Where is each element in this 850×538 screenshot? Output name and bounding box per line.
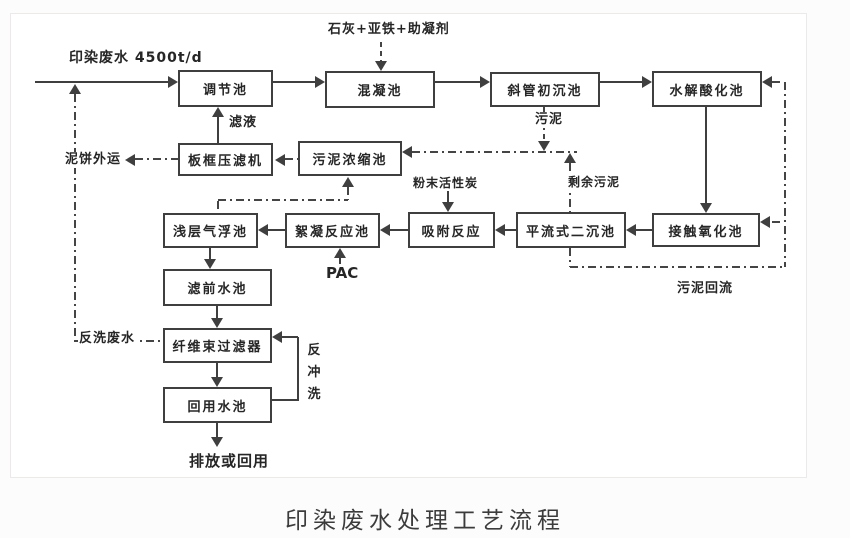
sludge-return-top-branch bbox=[772, 81, 784, 83]
arrow-sludge-cake-out bbox=[125, 154, 135, 166]
line-filtrate bbox=[217, 117, 219, 143]
arrow-return-into-hydrolysis bbox=[762, 76, 772, 88]
line-fiber-reuse bbox=[216, 363, 218, 377]
scum-line-horizontal bbox=[218, 199, 348, 201]
arrow-into-prefilter bbox=[204, 259, 216, 269]
line-prefilter-fiber bbox=[216, 306, 218, 318]
arrow-into-contact-oxidation bbox=[700, 203, 712, 213]
sludge-return-riser bbox=[784, 82, 786, 267]
label-influent: 印染废水 4500t/d bbox=[68, 50, 204, 67]
figure-caption: 印染废水处理工艺流程 bbox=[285, 508, 565, 534]
node-prefilter-tank: 滤前水池 bbox=[163, 269, 272, 306]
node-sludge-thickener: 污泥浓缩池 bbox=[298, 141, 402, 176]
backwashww-vertical bbox=[74, 94, 76, 341]
arrow-filtrate-into-regulating bbox=[212, 107, 224, 117]
label-backwash-wastewater: 反洗废水 bbox=[78, 331, 137, 347]
label-chemical-dosing: 石灰+亚铁+助凝剂 bbox=[327, 22, 451, 38]
arrow-into-reuse-tank bbox=[211, 377, 223, 387]
arrow-discharge bbox=[211, 437, 223, 447]
arrow-dosing-into-coagulation bbox=[375, 61, 387, 71]
arrow-into-thickener bbox=[402, 146, 412, 158]
node-hydrolysis-acidification: 水解酸化池 bbox=[652, 71, 762, 107]
line-primary-hydrolysis bbox=[600, 81, 642, 83]
node-air-flotation: 浅层气浮池 bbox=[163, 213, 258, 248]
line-flocculation-flotation bbox=[268, 229, 285, 231]
influent-line bbox=[35, 81, 168, 83]
label-discharge-or-reuse: 排放或回用 bbox=[188, 452, 271, 470]
arrow-into-secondary-clarifier bbox=[626, 224, 636, 236]
arrow-pac-into-flocculation bbox=[334, 248, 346, 258]
arrow-into-air-flotation bbox=[258, 224, 268, 236]
sludge-header-line bbox=[412, 151, 577, 153]
scum-line-stub bbox=[217, 201, 219, 213]
arrow-into-primary-sed bbox=[480, 76, 490, 88]
arrow-return-into-contact bbox=[760, 216, 770, 228]
node-coagulation-tank: 混凝池 bbox=[325, 71, 435, 108]
arrow-scum-into-thickener bbox=[342, 177, 354, 187]
label-sludge: 污泥 bbox=[534, 112, 565, 128]
label-backwash: 反冲洗 bbox=[306, 340, 322, 406]
arrow-into-coagulation bbox=[315, 76, 325, 88]
sludge-return-mid-branch bbox=[772, 221, 784, 223]
arrow-backwashww-into-influent bbox=[69, 84, 81, 94]
line-contact-secondary bbox=[636, 229, 652, 231]
node-primary-sedimentation: 斜管初沉池 bbox=[490, 72, 600, 107]
label-powdered-carbon: 粉末活性炭 bbox=[412, 176, 480, 191]
line-secondary-adsorption bbox=[505, 229, 516, 231]
label-sludge-return: 污泥回流 bbox=[676, 281, 735, 297]
line-regulating-coagulation bbox=[273, 81, 315, 83]
arrow-into-adsorption bbox=[495, 224, 505, 236]
line-powdered-carbon bbox=[447, 191, 449, 202]
node-regulating-tank: 调节池 bbox=[178, 70, 273, 107]
sludge-return-bottom bbox=[570, 266, 786, 268]
node-contact-oxidation: 接触氧化池 bbox=[652, 213, 760, 247]
node-flocculation-reaction: 絮凝反应池 bbox=[285, 213, 380, 248]
sludge-return-drop bbox=[569, 248, 571, 267]
arrow-into-fiber-filter bbox=[211, 318, 223, 328]
arrow-into-regulating bbox=[168, 76, 178, 88]
label-excess-sludge: 剩余污泥 bbox=[567, 175, 622, 190]
label-pac: PAC bbox=[325, 264, 360, 282]
label-filtrate: 滤液 bbox=[228, 115, 259, 131]
line-hydrolysis-contact bbox=[705, 107, 707, 203]
arrow-into-hydrolysis bbox=[642, 76, 652, 88]
thickener-press-line bbox=[285, 158, 298, 160]
backwash-loop-vertical bbox=[297, 337, 299, 401]
arrow-excess-sludge bbox=[564, 153, 576, 163]
backwash-loop-top bbox=[282, 336, 298, 338]
node-filter-press: 板框压滤机 bbox=[178, 143, 273, 176]
line-coagulation-primary bbox=[435, 81, 480, 83]
scum-line-riser bbox=[347, 187, 349, 200]
node-fiber-filter: 纤维束过滤器 bbox=[163, 328, 272, 363]
arrow-into-filter-press bbox=[275, 154, 285, 166]
arrow-into-flocculation bbox=[380, 224, 390, 236]
line-flotation-prefilter bbox=[209, 248, 211, 259]
line-adsorption-flocculation bbox=[390, 229, 408, 231]
sludge-cake-line bbox=[135, 158, 178, 160]
arrow-carbon-into-adsorption bbox=[442, 202, 454, 212]
label-sludge-cake-out: 泥饼外运 bbox=[64, 152, 123, 168]
node-adsorption-reaction: 吸附反应 bbox=[408, 212, 495, 248]
line-chemical-dosing bbox=[380, 42, 382, 61]
line-reuse-discharge bbox=[216, 423, 218, 437]
arrow-primary-sludge bbox=[538, 141, 550, 151]
node-secondary-clarifier: 平流式二沉池 bbox=[516, 212, 626, 248]
node-reuse-tank: 回用水池 bbox=[163, 387, 272, 423]
arrow-backwash-into-fiber bbox=[272, 331, 282, 343]
backwash-loop-bottom bbox=[272, 399, 299, 401]
